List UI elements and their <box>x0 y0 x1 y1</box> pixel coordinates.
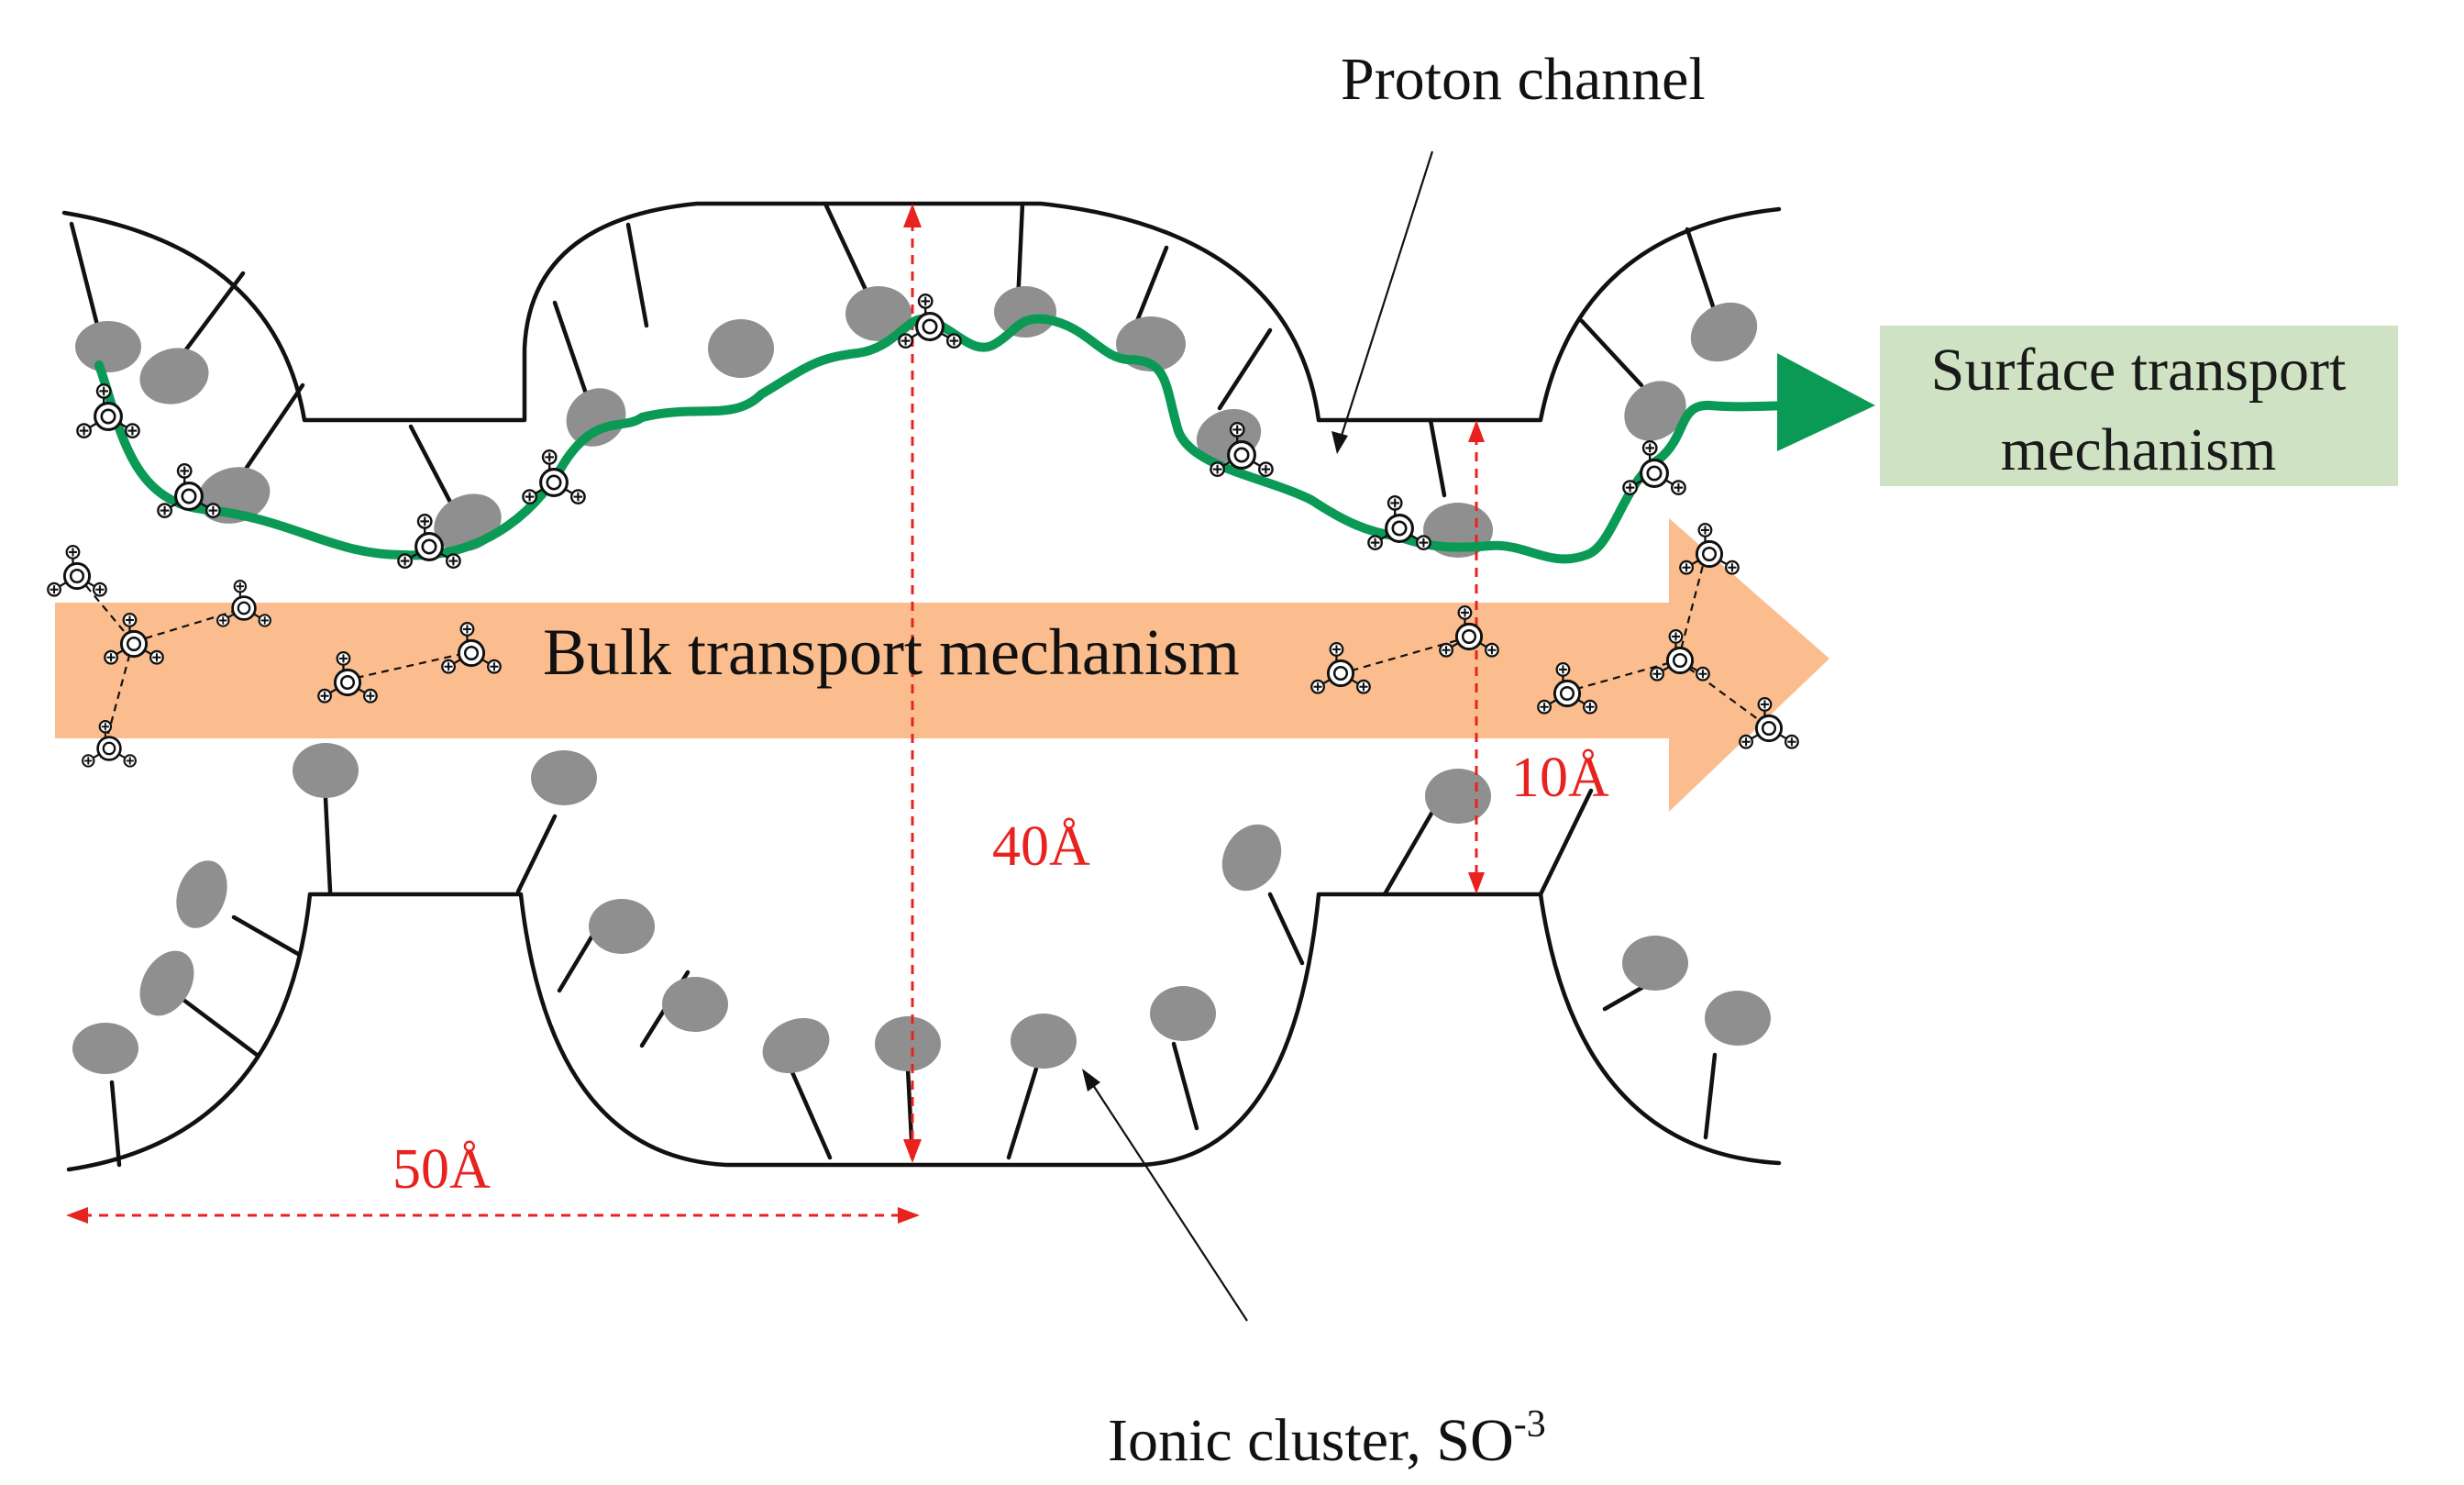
proton-channel-leader <box>1339 150 1434 439</box>
ionic-cluster-label: Ionic cluster, SO-3 <box>1108 1403 1546 1474</box>
bulk-transport-label: Bulk transport mechanism <box>543 615 1240 689</box>
proton-channel-leader-arrowhead <box>1331 431 1348 454</box>
dimension-50A-label: 50Å <box>392 1138 491 1201</box>
channel-wall-top <box>61 201 1782 423</box>
dimension-10A-arrow <box>1468 420 1485 894</box>
ionic-cluster-label-main: Ionic cluster, SO <box>1108 1407 1514 1474</box>
dimension-40A-arrow <box>903 204 922 1163</box>
side-chains-bottom <box>109 788 1718 1168</box>
dimension-10A-label: 10Å <box>1511 747 1609 809</box>
ionic-cluster-leader <box>1090 1081 1248 1322</box>
side-chains-top <box>69 201 1718 512</box>
ionic-cluster-label-superscript: -3 <box>1514 1403 1546 1446</box>
surface-transport-arrowhead <box>1777 353 1875 451</box>
surface-transport-path <box>94 314 1802 564</box>
surface-transport-box <box>1880 326 2398 486</box>
bulk-hydronium-network <box>46 523 1800 768</box>
surface-transport-label-line2: mechanism <box>2001 416 2277 483</box>
surface-transport-label-line1: Surface transport <box>1931 337 2347 404</box>
channel-wall-bottom <box>66 892 1782 1172</box>
bulk-transport-arrow <box>55 518 1829 812</box>
dimension-40A-label: 40Å <box>992 815 1090 878</box>
dimension-50A-arrow <box>66 1207 920 1224</box>
proton-channel-label: Proton channel <box>1341 46 1706 113</box>
ionic-cluster-leader-arrowhead <box>1082 1069 1100 1092</box>
